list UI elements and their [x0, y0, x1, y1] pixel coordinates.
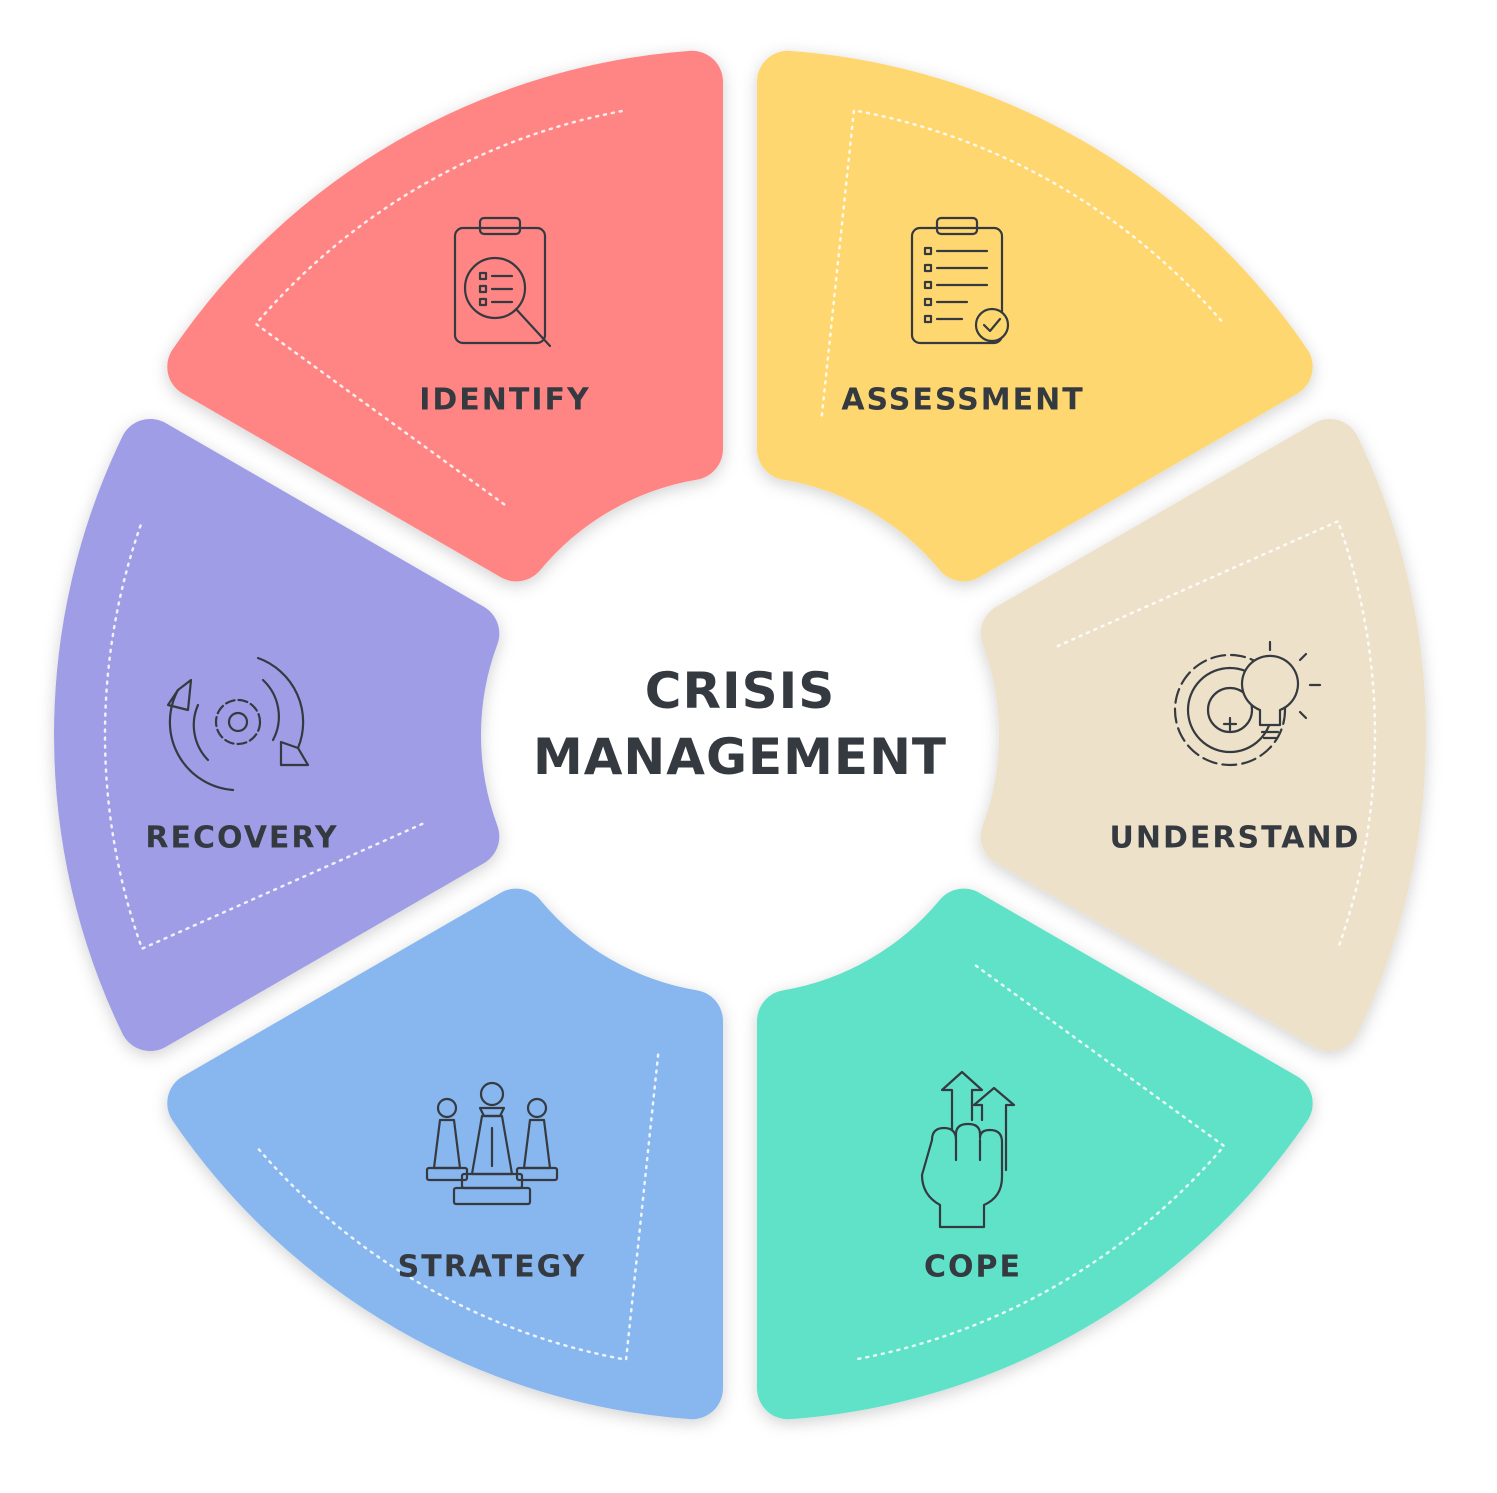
- segment-dotted-outline-cope: [852, 964, 1226, 1361]
- segment-label-assessment: ASSESSMENT: [841, 382, 1085, 418]
- chess-pieces-icon: [422, 1080, 562, 1220]
- segment-understand: [980, 418, 1426, 1052]
- segment-dotted-outline-assessment: [820, 108, 1226, 417]
- segment-dotted-outline-strategy: [254, 1053, 660, 1362]
- segment-dotted-outline-identify: [254, 109, 628, 506]
- segment-strategy: [167, 888, 723, 1420]
- segment-assessment: [757, 50, 1313, 582]
- segment-label-recovery: RECOVERY: [145, 820, 339, 856]
- title-line-1: CRISIS: [644, 662, 836, 720]
- segment-label-cope: COPE: [924, 1249, 1022, 1285]
- gear-cycle-icon: [163, 650, 323, 800]
- segment-dotted-outline-understand: [1056, 519, 1377, 950]
- title-line-2: MANAGEMENT: [532, 728, 948, 786]
- segment-cope: [757, 888, 1313, 1420]
- segment-label-identify: IDENTIFY: [419, 382, 591, 418]
- gear-lightbulb-icon: [1160, 630, 1330, 780]
- segment-label-strategy: STRATEGY: [397, 1249, 587, 1285]
- clipboard-search-icon: [450, 213, 560, 353]
- fist-arrows-icon: [912, 1070, 1032, 1230]
- segment-identify: [167, 50, 723, 582]
- segment-recovery: [54, 418, 500, 1052]
- segment-dotted-outline-recovery: [103, 520, 424, 951]
- segment-label-understand: UNDERSTAND: [1109, 820, 1361, 856]
- clipboard-checklist-icon: [907, 213, 1017, 353]
